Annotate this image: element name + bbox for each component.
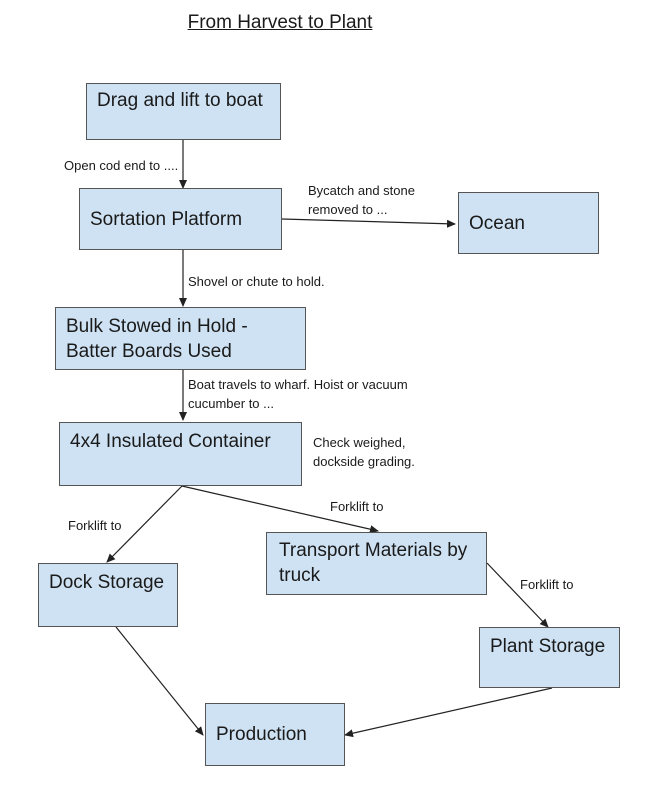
label-forklift-plant: Forklift to: [520, 577, 574, 592]
node-drag-lift: Drag and lift to boat: [86, 83, 281, 140]
arrow-transport-to-plant: [486, 562, 549, 628]
node-plant-storage: Plant Storage: [479, 627, 620, 688]
node-insulated-container: 4x4 Insulated Container: [59, 422, 302, 486]
node-dock-storage: Dock Storage: [38, 563, 178, 627]
label-forklift-transport: Forklift to: [330, 499, 384, 514]
arrow-container-to-dock: [106, 485, 183, 563]
label-shovel-chute: Shovel or chute to hold.: [188, 274, 325, 289]
diagram-title: From Harvest to Plant: [187, 12, 373, 33]
label-bycatch-removed: Bycatch and stone removed to ...: [308, 183, 415, 217]
node-sortation-platform: Sortation Platform: [79, 188, 282, 250]
arrow-sortation-to-ocean: [281, 218, 456, 228]
arrow-container-to-transport: [181, 485, 379, 534]
label-boat-travels: Boat travels to wharf. Hoist or vacuum c…: [188, 377, 408, 411]
node-bulk-stowed: Bulk Stowed in Hold - Batter Boards Used: [55, 307, 306, 370]
node-production: Production: [205, 703, 345, 766]
label-open-cod-end: Open cod end to ....: [64, 158, 179, 173]
node-transport-materials: Transport Materials by truck: [266, 532, 487, 595]
node-ocean: Ocean: [458, 192, 599, 254]
label-forklift-dock: Forklift to: [68, 518, 122, 533]
label-check-weighed: Check weighed, dockside grading.: [313, 435, 415, 469]
arrow-plant-to-production: [344, 687, 553, 738]
arrow-dock-to-production: [115, 626, 204, 736]
